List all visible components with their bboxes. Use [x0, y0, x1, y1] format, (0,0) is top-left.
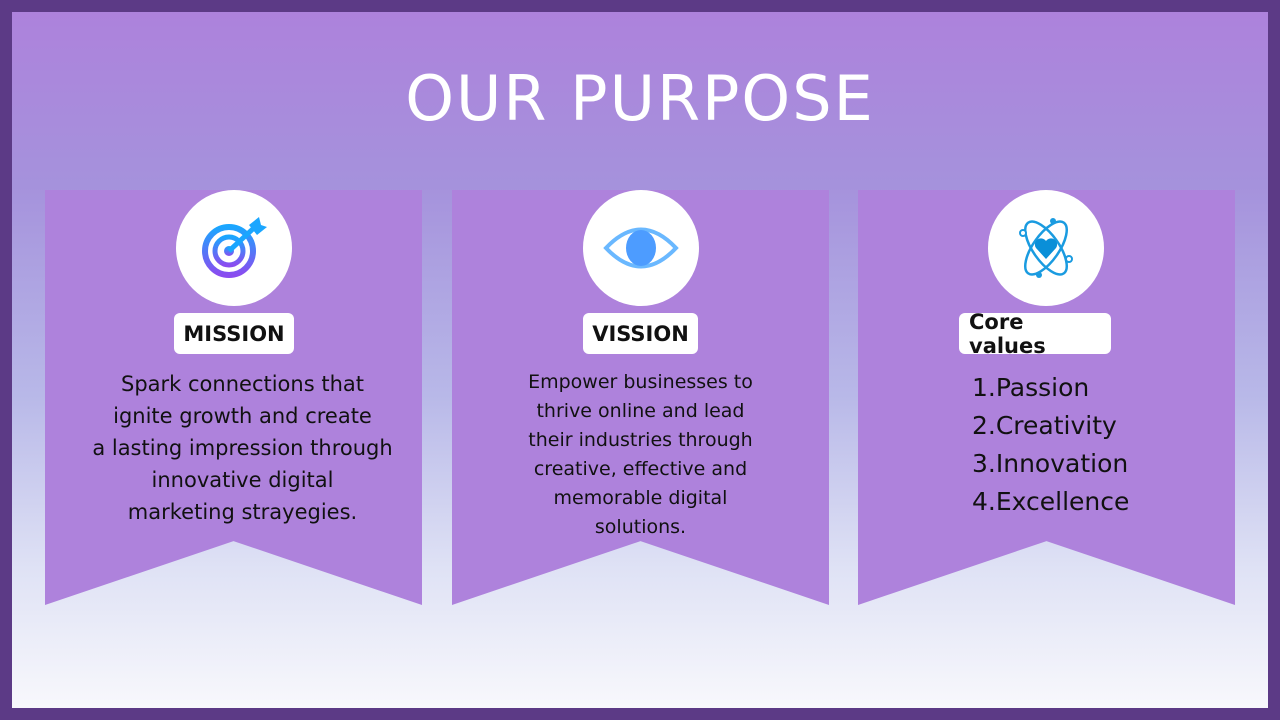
list-item: 3.Innovation: [972, 449, 1129, 478]
list-item: 1.Passion: [972, 373, 1090, 402]
vision-label: VISSION: [583, 313, 698, 354]
core-values-label: Core values: [959, 310, 1111, 358]
core-values-list: 1.Passion 2.Creativity 3.Innovation 4.Ex…: [972, 369, 1129, 521]
target-icon: [176, 190, 292, 306]
page-title: OUR PURPOSE: [405, 62, 875, 135]
eye-icon: [583, 190, 699, 306]
list-item: 4.Excellence: [972, 487, 1130, 516]
mission-label: MISSION: [174, 313, 294, 354]
list-item: 2.Creativity: [972, 411, 1117, 440]
atom-heart-icon: [988, 190, 1104, 306]
slide: OUR PURPOSE MISSION VISSION Core values …: [12, 12, 1268, 708]
